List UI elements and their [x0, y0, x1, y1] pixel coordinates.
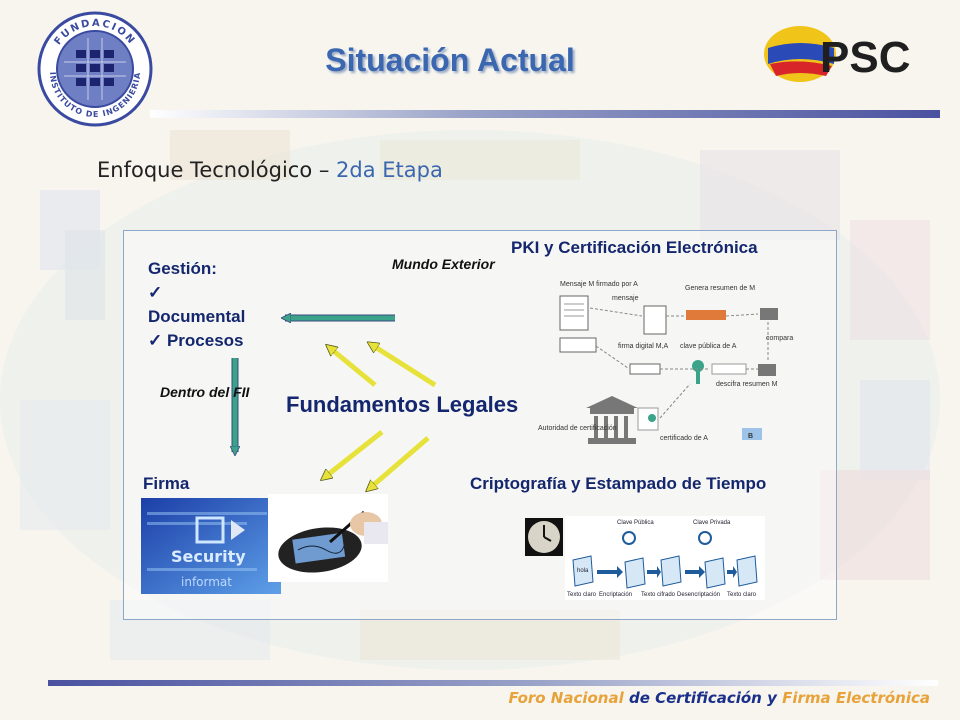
gestion-item-documental: Documental: [148, 307, 246, 326]
security-image: Security informat: [141, 498, 281, 594]
pki-mensaje-m: Mensaje M firmado por A: [560, 281, 638, 288]
security-word-2: informat: [181, 575, 232, 589]
footer-part-1: Foro Nacional: [508, 689, 624, 707]
gestion-block: Gestión: ✓ Documental ✓ Procesos: [148, 257, 245, 353]
psc-logo-text: PSC: [820, 33, 910, 82]
subtitle-highlight: 2da Etapa: [336, 158, 443, 182]
clock-image: [525, 518, 563, 556]
footer-part-3: Firma Electrónica: [782, 689, 930, 707]
yellow-arrow-3: [325, 430, 384, 477]
top-divider: [150, 110, 940, 118]
pki-firma-digital: firma digital M,A: [618, 343, 669, 350]
subtitle: Enfoque Tecnológico – 2da Etapa: [97, 158, 443, 182]
pki-certificado: certificado de A: [660, 435, 708, 442]
check-icon: ✓: [148, 331, 167, 350]
lock-icon: [195, 516, 225, 544]
fundamentos-legales-label: Fundamentos Legales: [286, 392, 519, 417]
check-icon: ✓: [148, 283, 163, 302]
pki-descifra: descifra resumen M: [716, 381, 778, 388]
pki-clave-publica: clave pública de A: [680, 343, 737, 350]
pki-genera: Genera resumen de M: [685, 285, 755, 292]
psc-logo: PSC: [764, 26, 910, 82]
criptografia-label: Criptografía y Estampado de Tiempo: [470, 474, 767, 493]
bottom-divider: [48, 680, 938, 686]
crypto-encriptacion: Encriptación: [599, 592, 632, 598]
footer: Foro Nacional de Certificación y Firma E…: [508, 689, 930, 707]
gestion-title: Gestión:: [148, 259, 217, 278]
subtitle-prefix: Enfoque Tecnológico –: [97, 158, 337, 182]
encryption-diagram-image: Clave Pública Clave Privada hola Texto c…: [565, 516, 765, 600]
gestion-item-procesos-row: ✓ Procesos: [148, 329, 245, 353]
crypto-desencriptacion: Desencriptación: [677, 592, 720, 598]
pki-b: B: [748, 433, 753, 440]
pki-label: PKI y Certificación Electrónica: [511, 238, 758, 257]
crypto-clave-privada: Clave Privada: [693, 520, 731, 526]
security-word: Security: [171, 547, 246, 566]
yellow-arrow-1: [330, 348, 377, 387]
yellow-arrow-4: [370, 436, 430, 488]
pki-compara: compara: [766, 335, 793, 342]
crypto-texto-claro: Texto claro: [567, 592, 597, 598]
yellow-arrow-2: [372, 345, 437, 388]
crypto-hola: hola: [577, 568, 589, 574]
crypto-clave-publica: Clave Pública: [617, 520, 654, 526]
firma-label: Firma: [143, 474, 190, 493]
pki-diagram-figure: Mensaje M firmado por A mensaje Genera r…: [538, 281, 793, 444]
fundacion-logo: FUNDACION INSTITUTO DE INGENIERIA: [37, 11, 153, 127]
gestion-item-procesos: Procesos: [166, 331, 244, 350]
crypto-texto-claro-2: Texto claro: [727, 592, 757, 598]
dentro-label: Dentro del FII: [160, 384, 250, 400]
signature-pad-image: [268, 494, 388, 582]
footer-part-2: de Certificación y: [623, 689, 783, 707]
page-title: Situación Actual: [325, 42, 575, 78]
mundo-exterior-label: Mundo Exterior: [392, 256, 495, 272]
pki-mensaje: mensaje: [612, 295, 639, 302]
crypto-texto-cifrado: Texto cifrado: [641, 592, 676, 598]
pki-autoridad: Autoridad de certificación: [538, 425, 617, 432]
